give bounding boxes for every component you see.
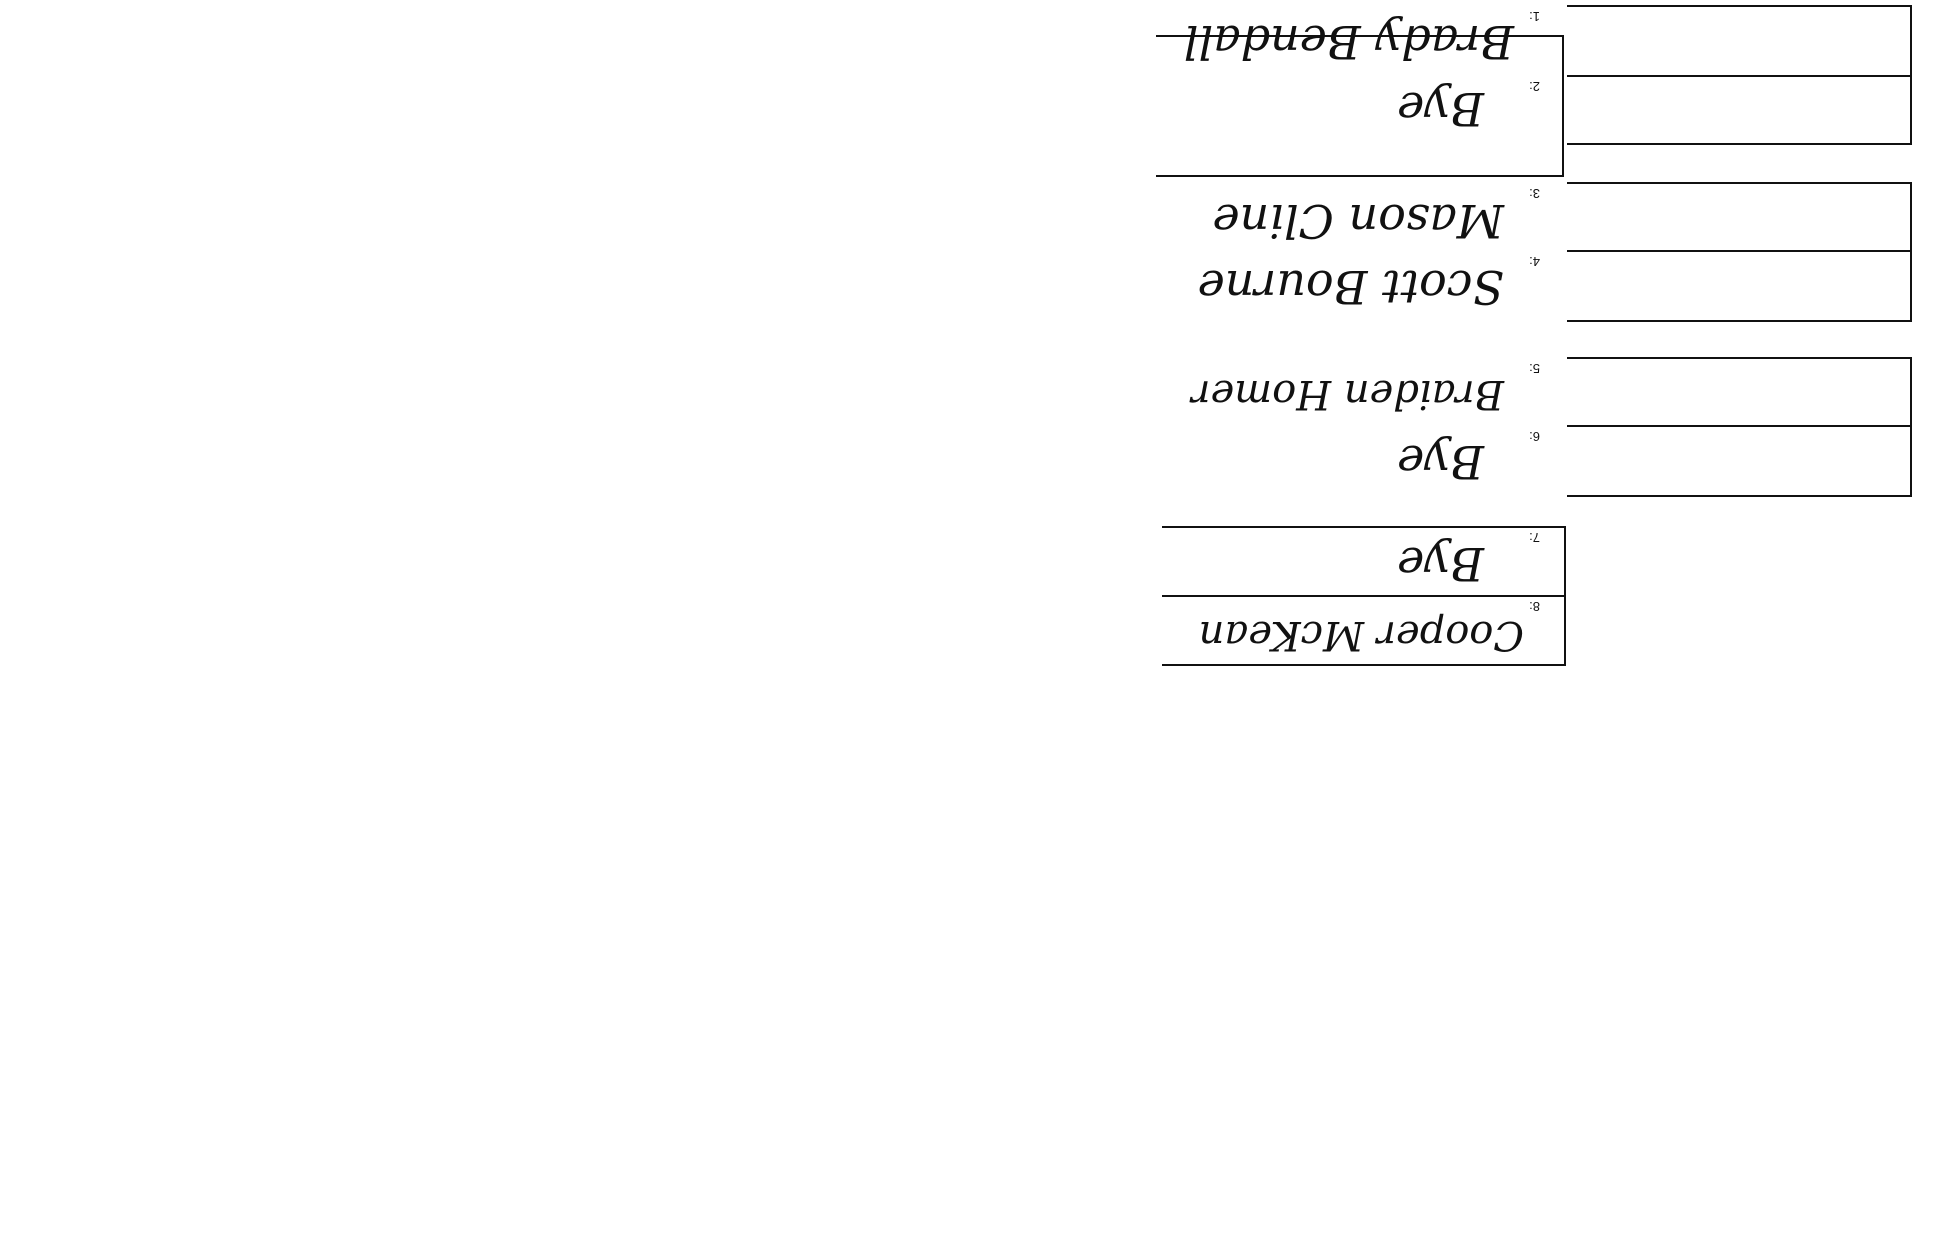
slot-label: 7: bbox=[1529, 530, 1540, 545]
round1-entry: Bye bbox=[1396, 537, 1484, 591]
round1-entry: Mason Cline bbox=[1212, 194, 1504, 248]
slot-label: 6: bbox=[1529, 429, 1540, 444]
round1-entry: Brady Bendall bbox=[1183, 15, 1514, 69]
round1-entry: Braiden Homer bbox=[1191, 371, 1504, 417]
slot-label: 2: bbox=[1529, 79, 1540, 94]
slot-label: 4: bbox=[1529, 254, 1540, 269]
slot-label: 3: bbox=[1529, 186, 1540, 201]
round1-entry: Bye bbox=[1396, 82, 1484, 136]
round1-entry: Scott Bourne bbox=[1197, 260, 1504, 314]
slot-label: 5: bbox=[1529, 361, 1540, 376]
round1-entry: Bye bbox=[1396, 435, 1484, 489]
round1-entry: Cooper McKean bbox=[1198, 612, 1524, 658]
slot-label: 1: bbox=[1529, 9, 1540, 24]
slot-label: 8: bbox=[1529, 599, 1540, 614]
